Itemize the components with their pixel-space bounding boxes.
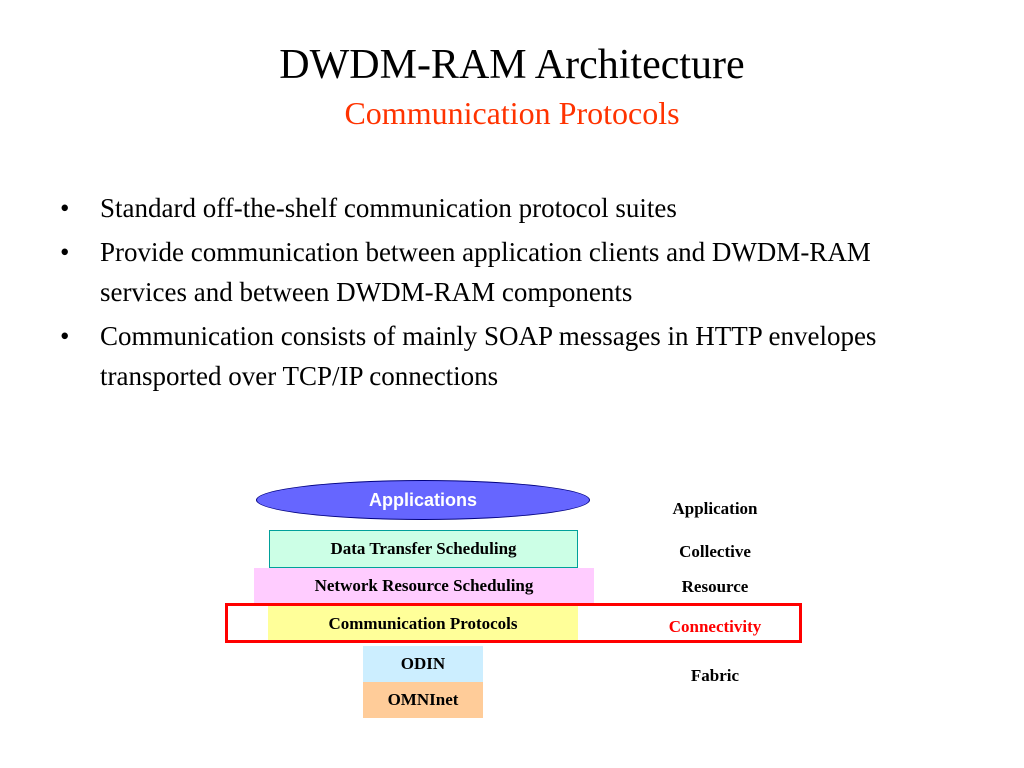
bullet-item: • Provide communication between applicat… (60, 232, 960, 312)
communication-protocols-box: Communication Protocols (268, 606, 578, 642)
slide-subtitle: Communication Protocols (344, 95, 680, 131)
bullet-icon: • (60, 193, 70, 223)
slide-title: DWDM-RAM Architecture (279, 42, 745, 88)
layer-label-application: Application (672, 499, 758, 518)
bullet-list: • Standard off-the-shelf communication p… (60, 188, 960, 400)
bullet-item: • Standard off-the-shelf communication p… (60, 188, 960, 228)
bullet-item: • Communication consists of mainly SOAP … (60, 316, 960, 396)
omninet-box: OMNInet (363, 682, 483, 718)
layer-label-collective: Collective (679, 542, 751, 561)
data-transfer-scheduling-box: Data Transfer Scheduling (269, 530, 578, 568)
network-resource-scheduling-box: Network Resource Scheduling (254, 568, 594, 604)
bullet-icon: • (60, 321, 70, 351)
layer-label-connectivity: Connectivity (668, 617, 762, 636)
layer-label-fabric: Fabric (690, 666, 740, 685)
bullet-icon: • (60, 237, 70, 267)
bullet-text: Communication consists of mainly SOAP me… (100, 321, 877, 391)
bullet-text: Provide communication between applicatio… (100, 237, 871, 307)
applications-ellipse: Applications (256, 480, 590, 520)
layer-label-resource: Resource (681, 577, 749, 596)
odin-box: ODIN (363, 646, 483, 682)
connectivity-highlight-frame (225, 603, 802, 643)
bullet-text: Standard off-the-shelf communication pro… (100, 193, 677, 223)
